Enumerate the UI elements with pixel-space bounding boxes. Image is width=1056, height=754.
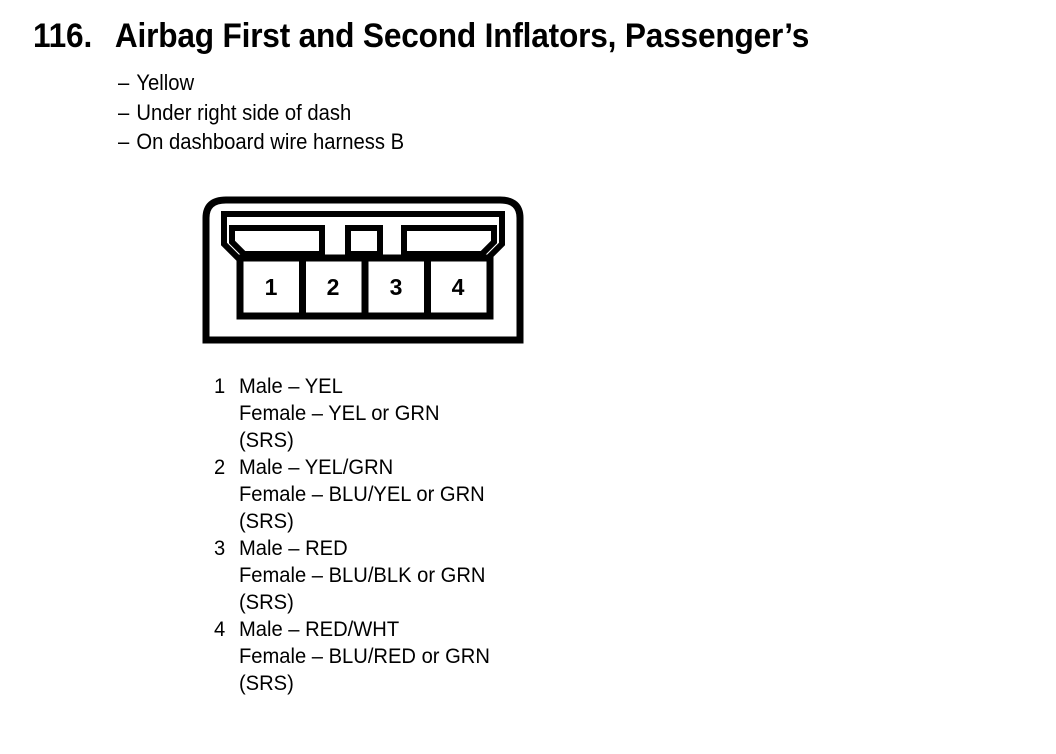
note-item: –Under right side of dash xyxy=(118,98,404,128)
pin-legend-number: 4 xyxy=(214,618,226,641)
connector-svg: 1 2 3 4 xyxy=(202,196,524,344)
page-title: 116. Airbag First and Second Inflators, … xyxy=(33,16,954,56)
entry-number: 116. xyxy=(33,17,93,55)
pin-legend-line-male: Male – YEL xyxy=(238,375,343,398)
right-keyway-slot xyxy=(401,225,497,257)
pin-number-4: 4 xyxy=(452,274,465,300)
dash-bullet-icon: – xyxy=(118,129,130,154)
pin-legend-lines: Male – YEL/GRN Female – BLU/YEL or GRN (… xyxy=(239,454,485,535)
note-label: Under right side of dash xyxy=(136,99,352,125)
pin-legend-line-female: Female – YEL or GRN xyxy=(238,402,440,425)
note-item: –Yellow xyxy=(118,68,404,98)
entry-title: Airbag First and Second Inflators, Passe… xyxy=(114,17,810,55)
pin-legend-number: 3 xyxy=(214,537,226,560)
pin-legend-line-system: (SRS) xyxy=(238,510,294,533)
pin-number-2: 2 xyxy=(327,274,340,300)
pin-legend-line-system: (SRS) xyxy=(238,672,294,695)
pin-legend-line-male: Male – RED xyxy=(238,537,348,560)
pin-legend-number: 1 xyxy=(214,375,226,398)
pin-legend-entry-1: 1 Male – YEL Female – YEL or GRN (SRS) xyxy=(214,373,490,454)
pin-legend-line-female: Female – BLU/RED or GRN xyxy=(238,645,490,668)
note-item: –On dashboard wire harness B xyxy=(118,127,404,157)
pin-number-1: 1 xyxy=(265,274,278,300)
pin-legend-line-system: (SRS) xyxy=(238,429,294,452)
pin-legend-list: 1 Male – YEL Female – YEL or GRN (SRS) 2… xyxy=(214,373,490,697)
pin-legend-line-female: Female – BLU/BLK or GRN xyxy=(238,564,486,587)
pin-legend-line-male: Male – YEL/GRN xyxy=(238,456,394,479)
pin-legend-number: 2 xyxy=(214,456,226,479)
connector-notes: –Yellow –Under right side of dash –On da… xyxy=(118,68,404,157)
left-keyway-slot xyxy=(229,225,325,257)
note-label: On dashboard wire harness B xyxy=(136,129,405,154)
pin-legend-entry-2: 2 Male – YEL/GRN Female – BLU/YEL or GRN… xyxy=(214,454,490,535)
pin-legend-entry-4: 4 Male – RED/WHT Female – BLU/RED or GRN… xyxy=(214,616,490,697)
pin-legend-line-female: Female – BLU/YEL or GRN xyxy=(238,483,485,506)
pin-legend-lines: Male – YEL Female – YEL or GRN (SRS) xyxy=(239,373,440,454)
dash-bullet-icon: – xyxy=(118,99,130,125)
page-header: 116. Airbag First and Second Inflators, … xyxy=(33,16,1023,56)
connector-diagram: 1 2 3 4 xyxy=(196,192,546,353)
pin-legend-entry-3: 3 Male – RED Female – BLU/BLK or GRN (SR… xyxy=(214,535,490,616)
pin-legend-line-male: Male – RED/WHT xyxy=(238,618,400,641)
pin-legend-lines: Male – RED Female – BLU/BLK or GRN (SRS) xyxy=(239,535,485,616)
center-lock-tab xyxy=(345,225,383,257)
dash-bullet-icon: – xyxy=(118,70,130,95)
pin-number-3: 3 xyxy=(390,274,403,300)
pin-legend-line-system: (SRS) xyxy=(238,591,294,614)
pin-legend-lines: Male – RED/WHT Female – BLU/RED or GRN (… xyxy=(239,616,490,697)
note-label: Yellow xyxy=(136,70,195,95)
